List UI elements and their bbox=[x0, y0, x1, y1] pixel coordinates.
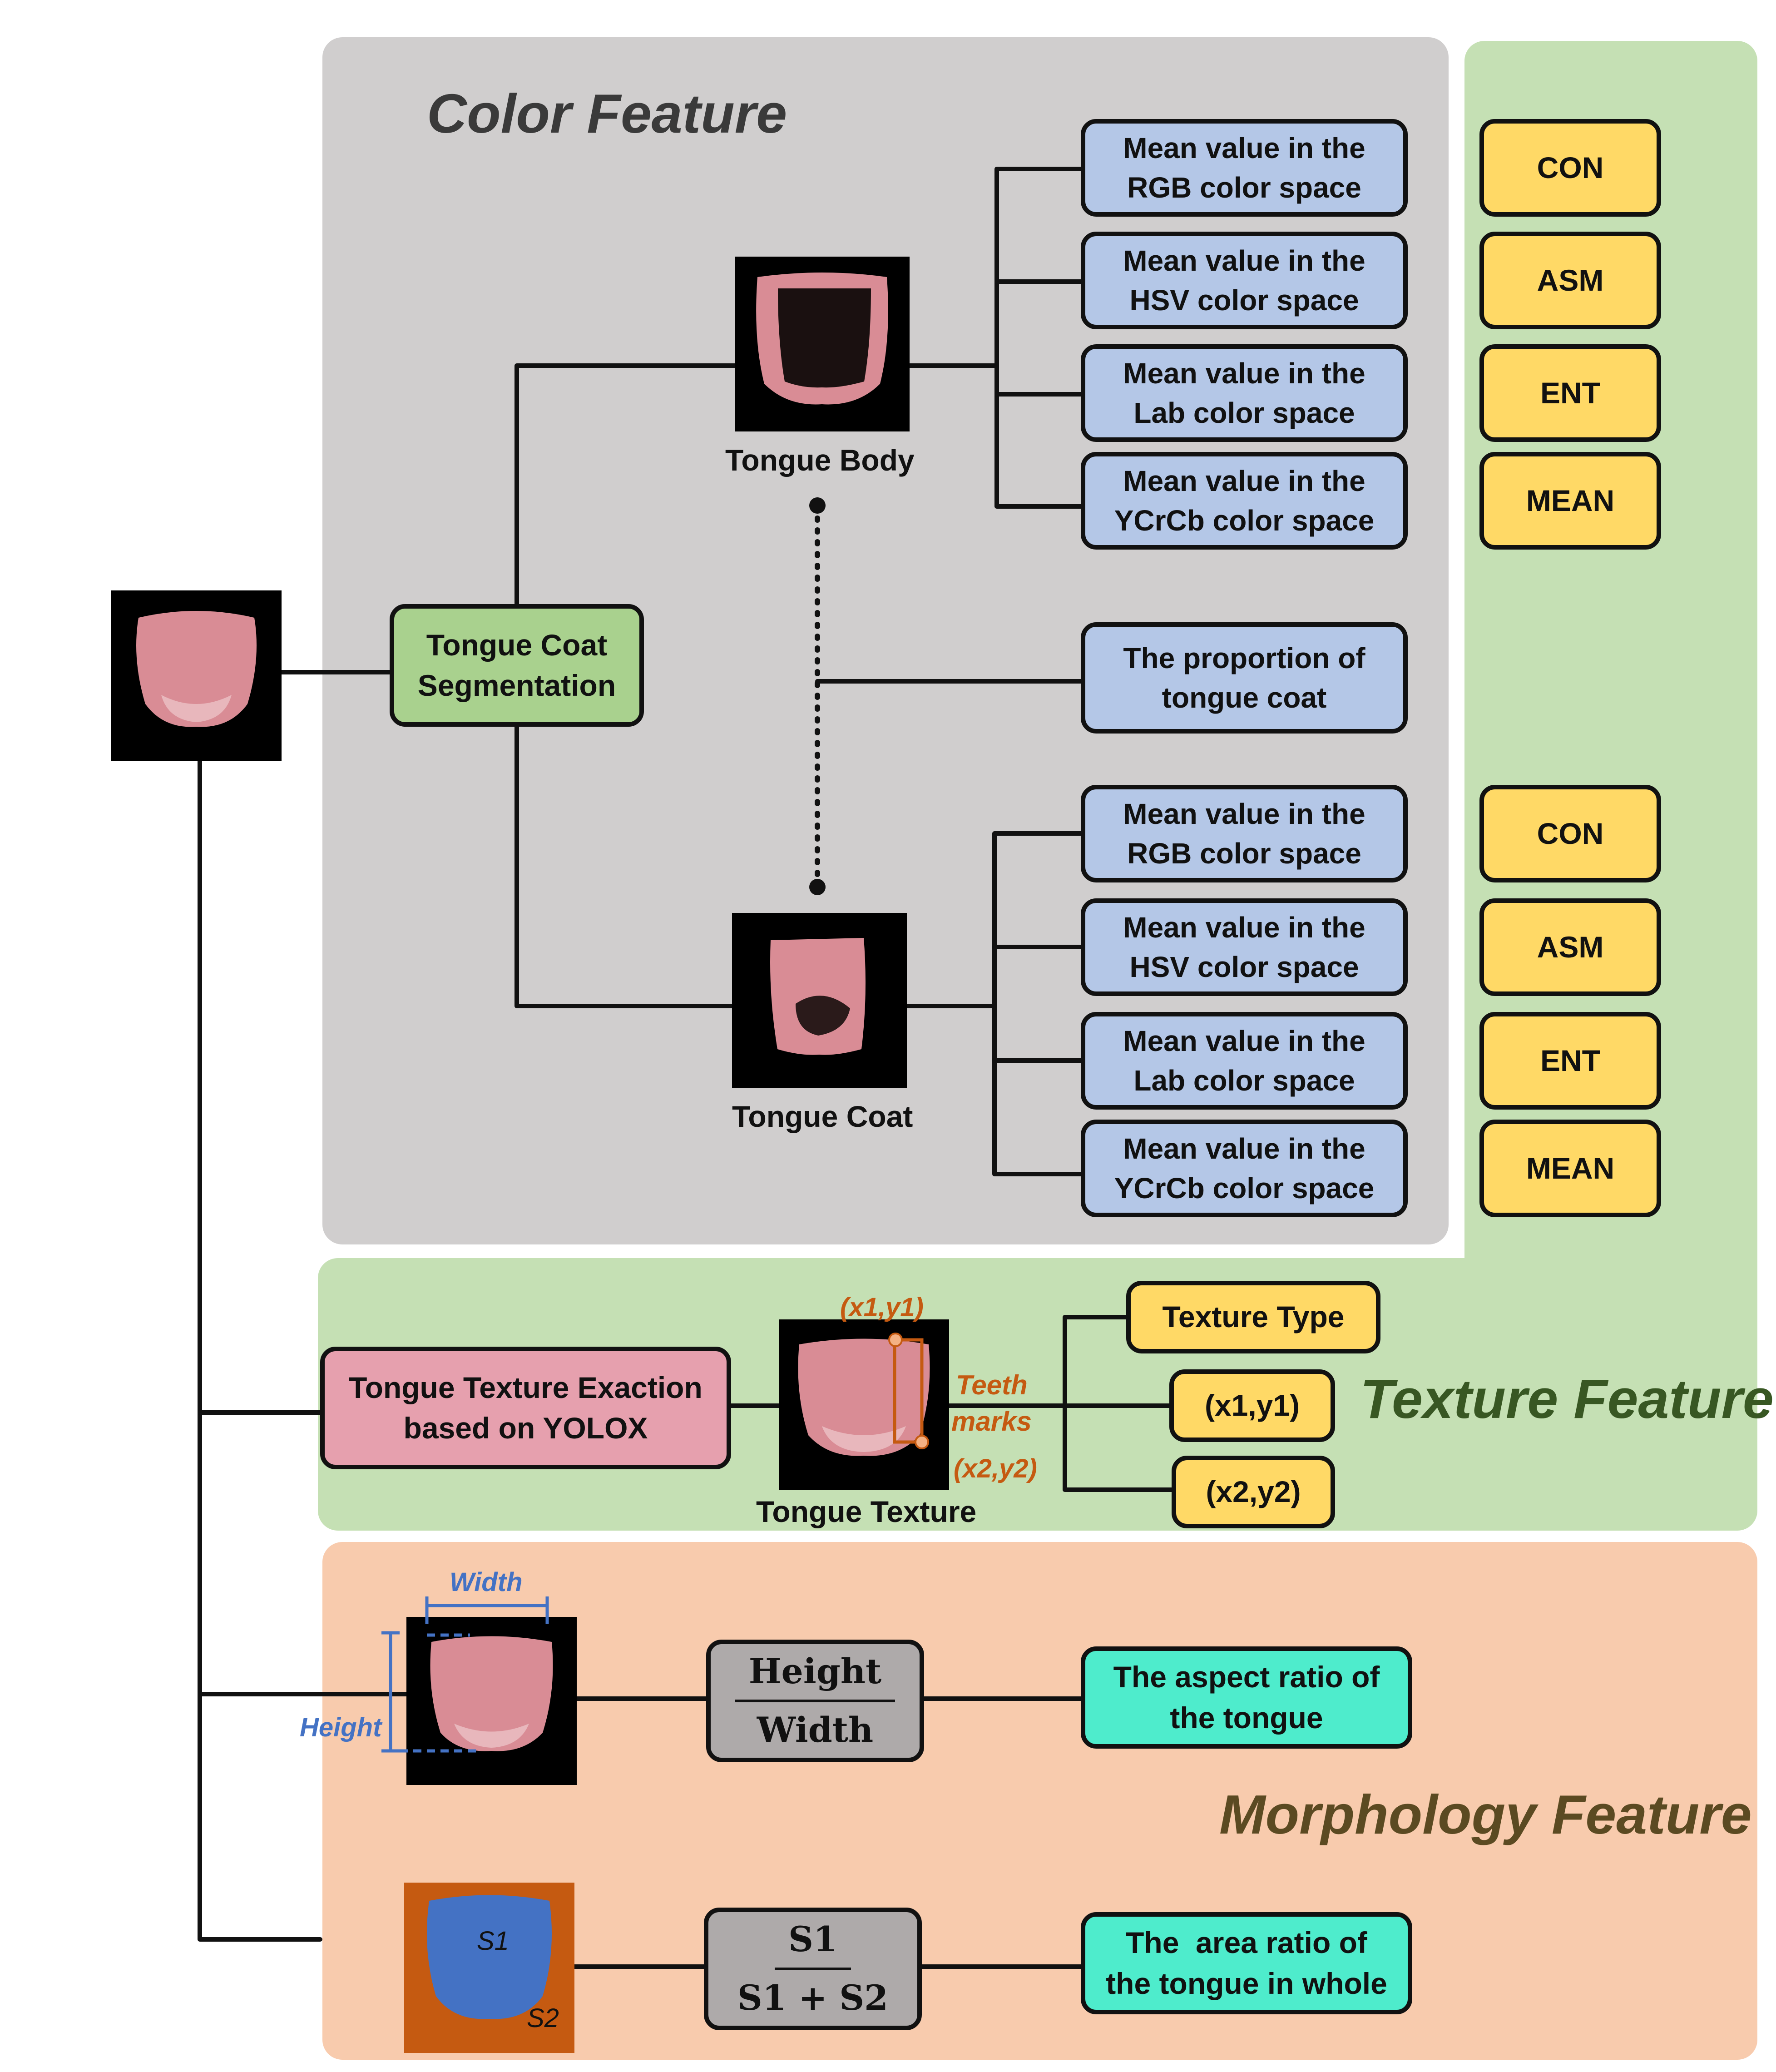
coord-x1y1-label: (x1,y1) bbox=[1204, 1388, 1300, 1423]
color-feature-title: Color Feature bbox=[427, 83, 787, 144]
coat-ycrcb-line2: YCrCb color space bbox=[1114, 1171, 1375, 1205]
body-ycrcb-line1: Mean value in the bbox=[1123, 465, 1365, 498]
coat-lab-feature-box: Mean value in the Lab color space bbox=[1081, 1012, 1408, 1110]
morphology-feature-title: Morphology Feature bbox=[1219, 1784, 1752, 1845]
body-hsv-line2: HSV color space bbox=[1129, 283, 1359, 317]
coat-lab-line1: Mean value in the bbox=[1123, 1025, 1365, 1058]
body-rgb-line1: Mean value in the bbox=[1123, 132, 1365, 165]
proportion-line1: The proportion of bbox=[1123, 642, 1365, 675]
extraction-line1: Tongue Texture Exaction bbox=[349, 1370, 702, 1404]
coord-x1y1-box: (x1,y1) bbox=[1169, 1369, 1335, 1442]
s1-label: S1 bbox=[477, 1926, 509, 1956]
coat-ycrcb-feature-box: Mean value in the YCrCb color space bbox=[1081, 1120, 1408, 1217]
coat-ycrcb-line1: Mean value in the bbox=[1123, 1132, 1365, 1165]
coat-rgb-feature-box: Mean value in the RGB color space bbox=[1081, 785, 1408, 882]
tongue-dimension-image bbox=[406, 1617, 577, 1785]
tongue-texture-caption: Tongue Texture bbox=[756, 1495, 977, 1528]
tongue-body-image bbox=[735, 257, 910, 431]
body-hsv-line1: Mean value in the bbox=[1123, 244, 1365, 278]
coat-con-box: CON bbox=[1479, 785, 1661, 882]
tongue-area-icon bbox=[427, 1895, 552, 2019]
body-asm-label: ASM bbox=[1537, 263, 1604, 297]
body-lab-line2: Lab color space bbox=[1133, 396, 1355, 429]
tongue-coat-segmentation-box: Tongue Coat Segmentation bbox=[390, 604, 644, 727]
coord-top-label: (x1,y1) bbox=[840, 1293, 924, 1322]
teeth-marks-label-1: Teeth bbox=[956, 1370, 1028, 1400]
tongue-coat-caption: Tongue Coat bbox=[732, 1100, 913, 1133]
body-ycrcb-feature-box: Mean value in the YCrCb color space bbox=[1081, 452, 1408, 550]
coord-x2y2-box: (x2,y2) bbox=[1172, 1456, 1335, 1528]
area-ratio-box: The area ratio of the tongue in whole bbox=[1081, 1912, 1412, 2014]
coat-mean-box: MEAN bbox=[1479, 1120, 1661, 1217]
coat-con-label: CON bbox=[1537, 816, 1604, 850]
extraction-line2: based on YOLOX bbox=[403, 1411, 648, 1445]
coat-ent-label: ENT bbox=[1540, 1043, 1600, 1077]
body-ent-label: ENT bbox=[1540, 376, 1600, 410]
coat-hsv-line1: Mean value in the bbox=[1123, 911, 1365, 944]
body-rgb-line2: RGB color space bbox=[1127, 171, 1361, 204]
area-ratio-formula-box: S1 S1 + S2 bbox=[704, 1908, 922, 2030]
texture-extraction-box: Tongue Texture Exaction based on YOLOX bbox=[320, 1347, 731, 1469]
s2-label: S2 bbox=[527, 2003, 559, 2033]
coat-lab-line2: Lab color space bbox=[1133, 1064, 1355, 1097]
body-ent-box: ENT bbox=[1479, 344, 1661, 442]
body-lab-line1: Mean value in the bbox=[1123, 357, 1365, 390]
texture-feature-title: Texture Feature bbox=[1360, 1368, 1774, 1430]
body-asm-box: ASM bbox=[1479, 232, 1661, 329]
tongue-texture-icon bbox=[798, 1338, 930, 1456]
texture-type-box: Texture Type bbox=[1126, 1281, 1380, 1353]
body-lab-feature-box: Mean value in the Lab color space bbox=[1081, 344, 1408, 442]
coat-rgb-line1: Mean value in the bbox=[1123, 798, 1365, 831]
area-line2: the tongue in whole bbox=[1106, 1966, 1387, 2000]
coord-bottom-label: (x2,y2) bbox=[954, 1454, 1037, 1483]
tongue-coat-image bbox=[732, 913, 907, 1088]
coat-rgb-line2: RGB color space bbox=[1127, 837, 1361, 870]
tongue-body-caption: Tongue Body bbox=[725, 443, 915, 477]
segmentation-label-line1: Tongue Coat bbox=[426, 628, 608, 662]
coat-hsv-feature-box: Mean value in the HSV color space bbox=[1081, 898, 1408, 996]
area-numerator: S1 bbox=[775, 1916, 851, 1970]
body-hsv-feature-box: Mean value in the HSV color space bbox=[1081, 232, 1408, 329]
ratio-numerator: Height bbox=[735, 1648, 895, 1702]
coat-proportion-box: The proportion of tongue coat bbox=[1081, 622, 1408, 734]
segmentation-label-line2: Segmentation bbox=[417, 669, 616, 702]
tongue-body-icon bbox=[756, 273, 888, 405]
body-con-label: CON bbox=[1537, 150, 1604, 184]
teeth-marks-label-2: marks bbox=[951, 1406, 1032, 1437]
body-con-box: CON bbox=[1479, 119, 1661, 217]
area-denominator: S1 + S2 bbox=[737, 1978, 889, 2018]
height-width-ratio-box: Height Width bbox=[706, 1640, 924, 1762]
tongue-area-image bbox=[404, 1883, 574, 2053]
height-label: Height bbox=[300, 1713, 382, 1742]
tongue-icon bbox=[136, 611, 257, 727]
coat-hsv-line2: HSV color space bbox=[1129, 950, 1359, 983]
body-ycrcb-line2: YCrCb color space bbox=[1114, 504, 1375, 537]
coat-mean-label: MEAN bbox=[1526, 1151, 1615, 1185]
coat-ent-box: ENT bbox=[1479, 1012, 1661, 1110]
body-mean-label: MEAN bbox=[1526, 483, 1615, 517]
proportion-line2: tongue coat bbox=[1162, 681, 1327, 714]
aspect-ratio-box: The aspect ratio of the tongue bbox=[1081, 1646, 1412, 1749]
ratio-denominator: Width bbox=[757, 1710, 874, 1750]
tongue-dimension-icon bbox=[430, 1636, 553, 1751]
aspect-line2: the tongue bbox=[1170, 1700, 1323, 1735]
width-label: Width bbox=[450, 1567, 523, 1597]
area-line1: The area ratio of bbox=[1126, 1926, 1367, 1960]
coord-x2y2-label: (x2,y2) bbox=[1206, 1475, 1301, 1509]
aspect-line1: The aspect ratio of bbox=[1113, 1660, 1380, 1694]
coat-asm-label: ASM bbox=[1537, 930, 1604, 964]
coat-asm-box: ASM bbox=[1479, 898, 1661, 996]
tongue-coat-icon bbox=[770, 938, 866, 1055]
body-rgb-feature-box: Mean value in the RGB color space bbox=[1081, 119, 1408, 217]
body-mean-box: MEAN bbox=[1479, 452, 1661, 550]
texture-type-label: Texture Type bbox=[1162, 1300, 1345, 1334]
input-tongue-image bbox=[111, 590, 282, 761]
